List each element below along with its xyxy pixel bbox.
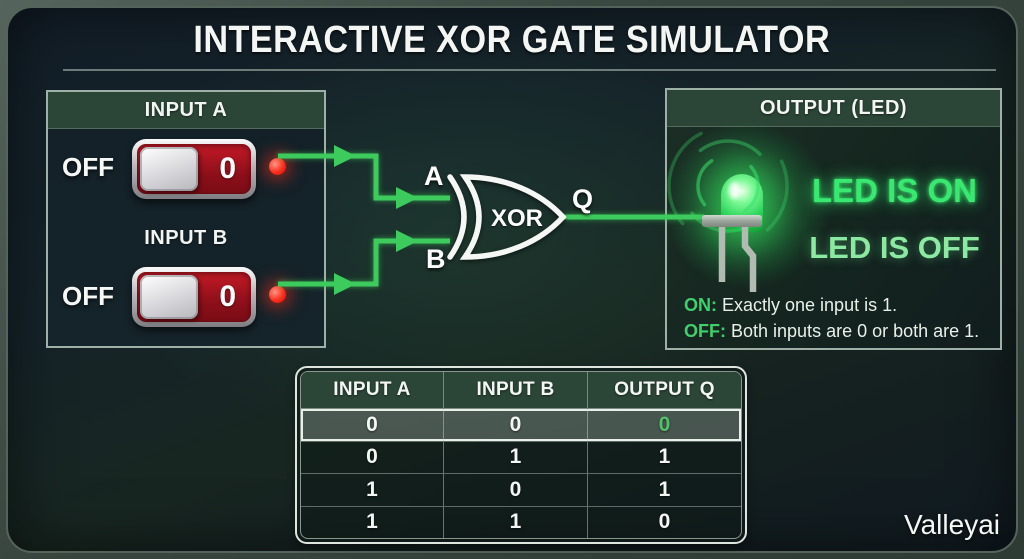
- output-panel: OUTPUT (LED) LED IS ON LED IS OFF ON: Ex…: [662, 88, 1002, 350]
- truth-table-cell: 1: [301, 474, 444, 506]
- page-title: INTERACTIVE XOR GATE SIMULATOR: [193, 19, 831, 61]
- input-b-toggle-track: 0: [137, 272, 251, 322]
- input-b-toggle-value: 0: [219, 280, 236, 313]
- input-panel: INPUT A OFF 0 INPUT B OFF 0: [46, 90, 326, 348]
- truth-table-row-2: 1 0 1: [301, 473, 741, 506]
- input-a-toggle-knob: [140, 147, 198, 191]
- truth-table-cell-output: 0: [658, 510, 671, 534]
- output-header: OUTPUT (LED): [667, 90, 1000, 127]
- input-b-label: INPUT B: [144, 227, 228, 249]
- truth-table-cell-output: 1: [658, 445, 671, 469]
- input-b-state-label: OFF: [62, 281, 114, 311]
- led-status-on: LED IS ON: [811, 172, 978, 209]
- truth-table-row-3: 1 1 0: [301, 505, 741, 538]
- truth-table-inner: INPUT A INPUT B OUTPUT Q 0 0 0 0 1 1 1 0: [300, 371, 742, 539]
- truth-table-row-1: 0 1 1: [301, 440, 741, 473]
- input-a-toggle-track: 0: [137, 144, 251, 194]
- green-led-bulb: [721, 174, 763, 232]
- truth-table-cell-output: 0: [658, 412, 671, 436]
- truth-table-cell: 0: [301, 409, 444, 441]
- input-a-toggle-value: 0: [219, 152, 236, 185]
- title-divider: [63, 69, 996, 71]
- rule-off-text: Both inputs are 0 or both are 1.: [726, 321, 980, 341]
- led-status-off: LED IS OFF: [809, 230, 980, 265]
- gate-output-q-label: Q: [572, 184, 594, 214]
- gate-input-a-label: A: [424, 161, 444, 191]
- truth-table-header-q: OUTPUT Q: [614, 379, 715, 400]
- input-b-red-led: [269, 286, 286, 303]
- truth-table-cell: 0: [444, 474, 588, 506]
- truth-table-cell: 1: [444, 441, 588, 473]
- truth-table-cell: 0: [444, 409, 588, 441]
- truth-table-cell: 1: [301, 506, 444, 538]
- gate-input-b-label: B: [426, 244, 446, 274]
- rule-off-prefix: OFF:: [684, 321, 726, 341]
- app-frame: INTERACTIVE XOR GATE SIMULATOR INPUT A O…: [6, 6, 1018, 553]
- truth-table-header-b: INPUT B: [444, 372, 588, 408]
- truth-table-row-0: 0 0 0: [301, 408, 741, 441]
- truth-table-cell: 0: [301, 441, 444, 473]
- truth-table-header-a: INPUT A: [301, 372, 444, 408]
- input-b-toggle-knob: [140, 275, 198, 319]
- truth-table-cell-output: 1: [658, 477, 671, 501]
- truth-table: INPUT A INPUT B OUTPUT Q 0 0 0 0 1 1 1 0: [295, 366, 747, 544]
- truth-table-cell: 1: [444, 506, 588, 538]
- led-rules: ON: Exactly one input is 1. OFF: Both in…: [684, 292, 979, 344]
- input-a-state-label: OFF: [62, 152, 114, 182]
- rule-on-prefix: ON:: [684, 295, 717, 315]
- input-b-toggle[interactable]: 0: [132, 267, 256, 327]
- input-a-header: INPUT A: [48, 92, 324, 129]
- rule-off: OFF: Both inputs are 0 or both are 1.: [684, 318, 979, 344]
- rule-on-text: Exactly one input is 1.: [717, 295, 898, 315]
- rule-on: ON: Exactly one input is 1.: [684, 292, 979, 318]
- input-a-red-led: [269, 158, 286, 175]
- watermark: Valleyai: [904, 509, 1000, 540]
- xor-gate-label: XOR: [490, 205, 543, 232]
- truth-table-header-row: INPUT A INPUT B OUTPUT Q: [301, 372, 741, 408]
- input-a-toggle[interactable]: 0: [132, 139, 256, 199]
